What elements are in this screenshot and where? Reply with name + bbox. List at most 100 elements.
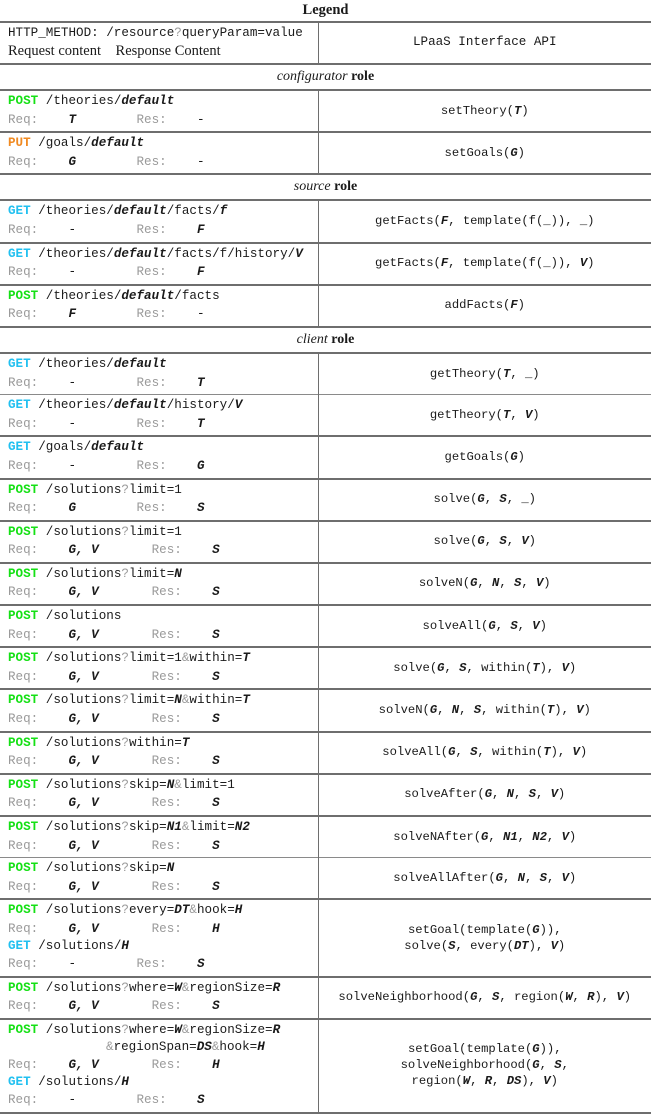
request-label: Req: [8,458,39,473]
request-label: Req: [8,112,39,127]
http-method-post: POST [8,777,39,792]
content-line: Req: - Res: T [8,375,205,390]
content-line: Req: - Res: G [8,458,205,473]
request-label: Req: [8,999,39,1014]
content-line: Req: G, V Res: S [8,669,220,684]
api-cell: solveN(G, N, S, within(T), V) [318,688,651,732]
api-line: solveNeighborhood(G, S, region(W, R), V) [338,990,632,1005]
http-method-post: POST [8,94,39,108]
content-line: Req: G, V Res: S [8,585,220,600]
request-label: Req: [8,957,39,972]
endpoint-line: POST /theories/default/facts [8,288,318,305]
param-separator: & [181,820,190,834]
api-column-title: LPaaS Interface API [412,35,557,49]
role-label-cell: source role [0,173,651,202]
http-method-post: POST [8,861,39,876]
response-label: Res: [136,375,167,390]
response-label: Res: [136,416,167,431]
request-label: Req: [8,265,39,280]
api-line: solve(G, S, _) [433,492,536,507]
endpoint-line: POST /solutions?where=W&regionSize=R [8,980,318,997]
http-method-post: POST [8,1022,39,1037]
request-label: Req: [8,501,39,516]
response-label: Res: [151,585,182,600]
api-line: solveAll(G, S, V) [422,618,547,633]
http-method-post: POST [8,288,39,303]
api-cell: getFacts(F, template(f(_)), _) [318,199,651,243]
http-method-get: GET [8,1074,31,1089]
endpoint-path: /theories/default [38,356,167,371]
param-separator: & [106,1039,114,1054]
api-line: solveNAfter(G, N1, N2, V) [393,829,577,844]
role-label-cell: configurator role [0,63,651,91]
api-cell: solveAllAfter(G, N, S, V) [318,857,651,900]
response-label: Res: [151,627,182,642]
content-line: Req: - Res: F [8,265,205,280]
http-method-format: HTTP_METHOD: /resource?queryParam=value [8,26,303,40]
param-separator: & [211,1039,220,1054]
query-separator: ? [121,861,129,876]
endpoint-line: POST /solutions?every=DT&hook=H [8,902,318,919]
http-method-post: POST [8,820,39,834]
api-line: solve(G, S, within(T), V) [393,660,577,675]
endpoint-path: /solutions?where=W&regionSize=R [45,1022,281,1037]
endpoint-line: GET /theories/default [8,356,318,373]
response-label: Res: [151,754,182,769]
api-cell: solveNAfter(G, N1, N2, V) [318,815,651,858]
endpoint-path: /goals/default [38,440,145,455]
http-method-post: POST [8,566,39,581]
content-line: Req: - Res: S [8,1093,205,1108]
param-separator: & [174,777,182,792]
role-name: source [293,179,331,195]
role-label: configurator role [0,65,651,89]
http-method-get: GET [8,204,31,219]
endpoint-cell: POST /solutions?where=W&regionSize=R Req:… [0,975,319,1019]
endpoint-line: POST /solutions?skip=N1&limit=N2 [8,819,318,836]
content-line: Req: G Res: S [8,501,205,516]
api-cell: getFacts(F, template(f(_)), V) [318,241,651,285]
endpoint-line: POST /solutions [8,608,318,625]
role-name: client [296,331,328,347]
role-word: role [334,179,358,195]
content-line: Req: G, V Res: S [8,543,220,558]
api-cell: solveAll(G, S, within(T), V) [318,730,651,774]
endpoint-path: /solutions?limit=1&within=T [45,651,250,666]
http-method-post: POST [8,609,39,624]
param-separator: & [181,693,190,708]
api-line: solveN(G, N, S, V) [418,576,551,591]
http-method-post: POST [8,980,39,995]
response-label: Res: [151,669,182,684]
request-label: Req: [8,879,39,894]
content-line: Req: G, V Res: S [8,838,220,853]
content-line: Req: T Res: - [8,112,205,127]
endpoint-line: POST /solutions?skip=N [8,860,318,877]
endpoint-line: POST /theories/default [8,93,318,110]
endpoint-line: POST /solutions?limit=N&within=T [8,692,318,709]
role-label: client role [0,328,651,352]
api-cell: solveNeighborhood(G, S, region(W, R), V) [318,975,651,1019]
query-separator: ? [121,980,129,995]
api-line: addFacts(F) [444,298,525,313]
query-separator: ? [121,820,129,834]
http-method-get: GET [8,440,31,455]
response-label: Res: [151,838,182,853]
role-section-header: configurator role [0,63,651,91]
api-line: solveNeighborhood(G, S, [400,1058,569,1073]
endpoint-path-cont: &regionSpan=DS&hook=H [106,1039,265,1054]
api-cell: solve(G, S, within(T), V) [318,646,651,690]
endpoint-line: PUT /goals/default [8,135,318,152]
